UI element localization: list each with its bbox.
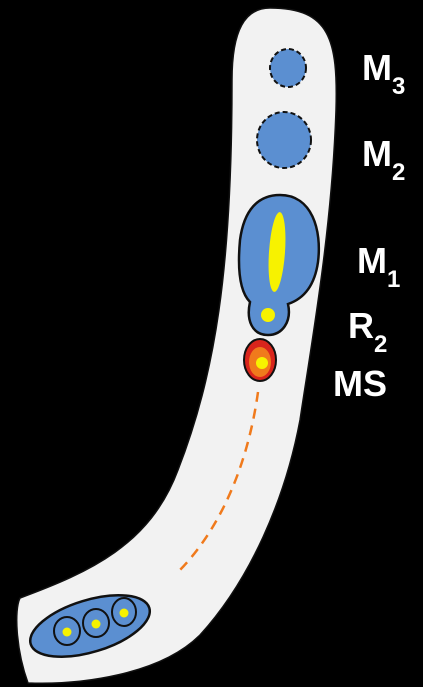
- ms-yellow-dot: [256, 357, 268, 369]
- label-m3-main: M: [362, 47, 392, 88]
- base-cell-2-dot: [92, 620, 101, 629]
- m2-cell: [257, 112, 311, 168]
- label-m1-main: M: [357, 240, 387, 281]
- label-r2-main: R: [348, 305, 374, 346]
- label-m1-sub: 1: [387, 266, 400, 293]
- label-m3-sub: 3: [392, 73, 405, 100]
- m3-cell: [270, 49, 306, 87]
- label-m2-sub: 2: [392, 159, 405, 186]
- label-r2-sub: 2: [374, 331, 387, 358]
- label-ms: MS: [333, 363, 387, 404]
- base-cell-3-dot: [120, 609, 129, 618]
- label-m2-main: M: [362, 133, 392, 174]
- base-cell-1-dot: [63, 628, 72, 637]
- r2-yellow-dot: [261, 308, 275, 322]
